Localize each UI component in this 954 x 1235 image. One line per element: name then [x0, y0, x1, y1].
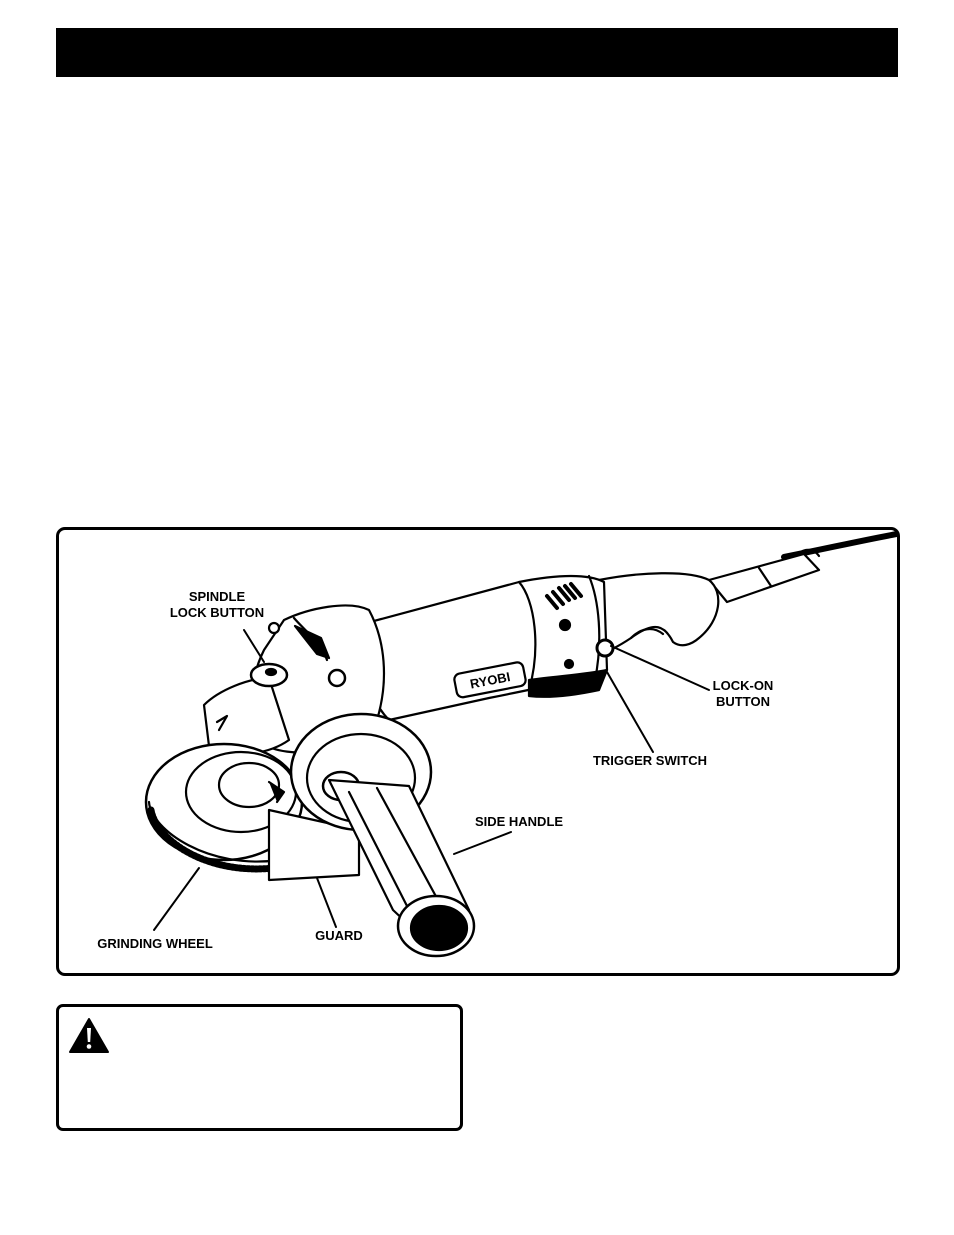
grinding-wheel-label: GRINDING WHEEL: [97, 936, 213, 951]
trigger-switch-label: TRIGGER SWITCH: [592, 753, 708, 768]
lock-on-button-label-line1: LOCK-ON: [712, 678, 774, 693]
warning-box: [56, 1004, 463, 1131]
angle-grinder-illustration: RYOBI: [144, 531, 897, 958]
spindle-lock-button-label-line1: SPINDLE: [188, 589, 246, 604]
lock-on-button-label-line2: BUTTON: [716, 694, 770, 709]
side-handle-label: SIDE HANDLE: [474, 814, 564, 829]
spindle-lock-button-callout: SPINDLE LOCK BUTTON: [164, 589, 270, 621]
header-bar: [56, 28, 898, 77]
guard-label: GUARD: [315, 928, 363, 943]
spindle-lock-button-label-line2: LOCK BUTTON: [169, 605, 265, 620]
warning-triangle-icon: [69, 1018, 109, 1053]
tool-illustration-figure: RYOBI: [56, 527, 900, 976]
lock-on-button-callout: LOCK-ON BUTTON: [705, 678, 781, 710]
